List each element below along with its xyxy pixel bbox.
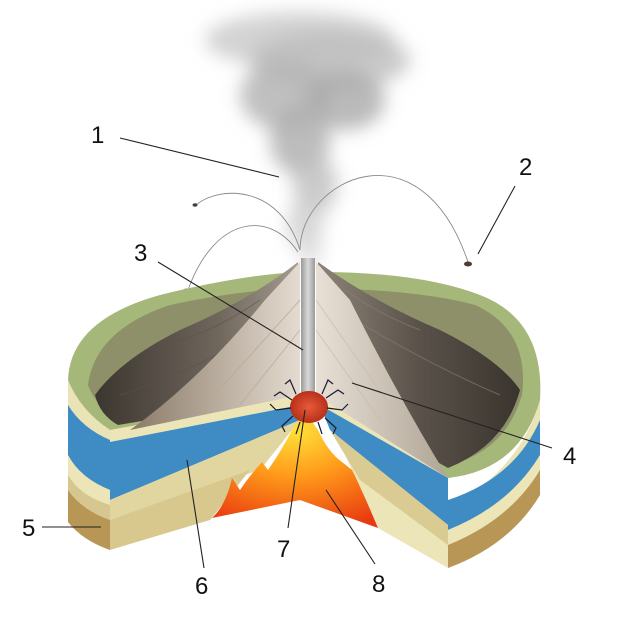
leader-3 (157, 261, 304, 351)
dikes (269, 379, 349, 435)
leader-8 (325, 489, 376, 565)
volcano-cone (95, 262, 520, 478)
magma (212, 412, 378, 528)
leader-4 (351, 382, 553, 449)
labels: 1 2 3 4 5 6 7 8 (22, 122, 576, 600)
label-3: 3 (134, 240, 147, 267)
label-8: 8 (372, 571, 385, 598)
label-7: 7 (277, 536, 290, 563)
leader-7 (287, 409, 306, 529)
label-6: 6 (195, 573, 208, 600)
label-2: 2 (519, 154, 532, 181)
strata-wall (68, 380, 540, 568)
label-1: 1 (91, 122, 104, 149)
cross-section-right (318, 395, 448, 568)
leader-2 (477, 185, 516, 255)
label-5: 5 (22, 515, 35, 542)
bomb-trajectories (187, 175, 469, 291)
ash-plume (205, 12, 410, 266)
leader-1 (119, 137, 280, 178)
central-vent (301, 258, 315, 403)
label-4: 4 (563, 443, 576, 470)
magma-chamber (290, 391, 328, 423)
leader-lines (42, 137, 553, 569)
cross-section-left (110, 395, 300, 550)
leader-6 (186, 459, 205, 569)
